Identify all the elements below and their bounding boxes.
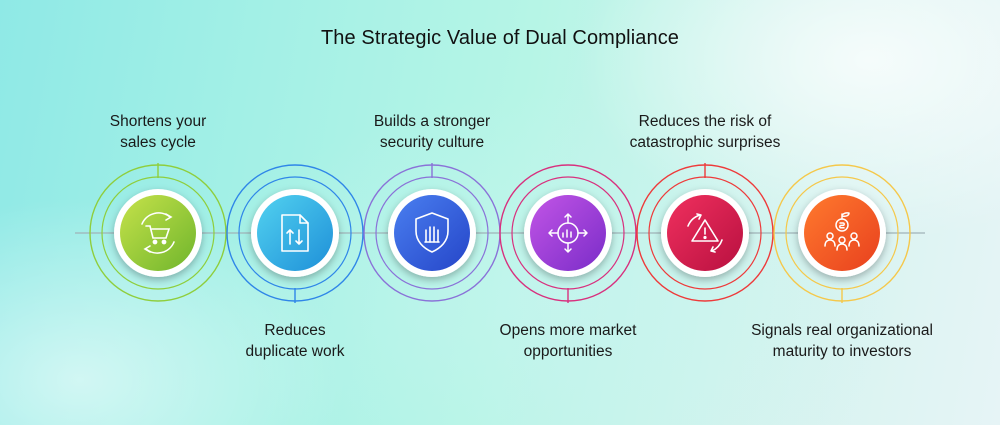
label-line: sales cycle (120, 134, 196, 151)
label-line: Shortens your (109, 113, 207, 130)
shopping-cart-cycle-icon (141, 212, 175, 254)
label-line: Reduces the risk of (638, 113, 772, 130)
market-expansion-icon (548, 213, 588, 253)
label-builds-security-culture: Builds a stronger security culture (312, 111, 552, 153)
label-line: Opens more market (499, 322, 637, 339)
step-opens-market-opportunities (499, 164, 637, 303)
risk-alert-icon (687, 213, 723, 253)
shield-hand-icon (415, 212, 449, 253)
step-reduces-risk (636, 163, 774, 302)
page-title: The Strategic Value of Dual Compliance (320, 27, 680, 49)
step-reduces-duplicate-work (226, 164, 364, 303)
label-shortens-sales-cycle: Shortens your sales cycle (38, 111, 278, 153)
label-opens-market-opportunities: Opens more market opportunities (448, 320, 688, 362)
document-exchange-icon (281, 214, 309, 252)
step-shortens-sales-cycle (89, 163, 227, 302)
step-signals-maturity (773, 164, 911, 303)
label-line: security culture (379, 134, 485, 151)
label-line: Builds a stronger (373, 113, 491, 130)
investor-growth-icon (824, 212, 860, 251)
label-line: Reduces (264, 322, 326, 339)
label-line: catastrophic surprises (629, 134, 781, 151)
label-line: duplicate work (245, 343, 345, 360)
step-builds-security-culture (363, 163, 501, 302)
label-reduces-duplicate-work: Reduces duplicate work (175, 320, 415, 362)
label-signals-maturity: Signals real organizational maturity to … (722, 320, 962, 362)
label-line: maturity to investors (772, 343, 912, 360)
label-reduces-risk: Reduces the risk of catastrophic surpris… (585, 111, 825, 153)
label-line: opportunities (523, 343, 613, 360)
label-line: Signals real organizational (751, 322, 933, 339)
